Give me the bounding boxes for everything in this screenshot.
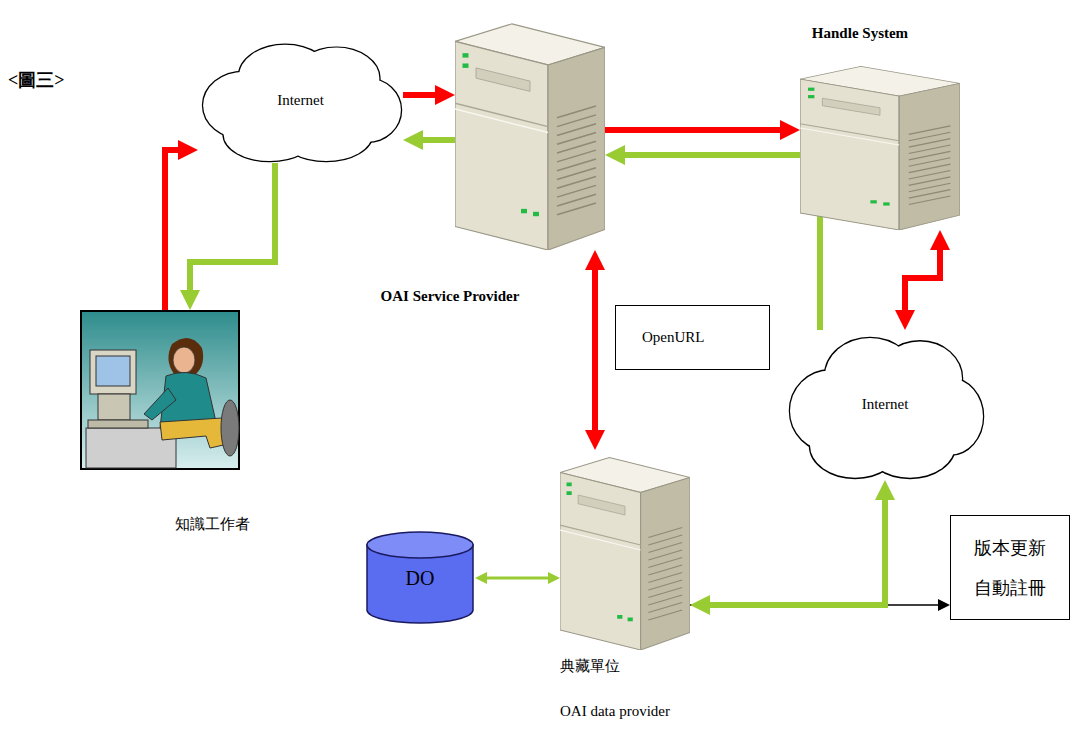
- node-label: Handle System: [760, 24, 960, 44]
- node-label: OAI data provider: [540, 702, 690, 722]
- node-label: Internet: [198, 38, 403, 163]
- digital-object-store: DO: [365, 530, 475, 625]
- knowledge-worker-picture: [80, 310, 240, 470]
- knowledge-worker: 知識工作者: [80, 310, 240, 470]
- server-icon: [800, 60, 960, 230]
- connector-arrow: [165, 150, 186, 310]
- handle-system-server: Handle System: [800, 60, 960, 230]
- server-icon: [560, 450, 690, 650]
- figure-title: <圖三>: [8, 68, 65, 92]
- connector-arrow: [415, 137, 455, 143]
- server-icon: [455, 15, 605, 250]
- connector-arrow: [190, 163, 275, 298]
- connector-arrow: [403, 92, 443, 98]
- node-label: 知識工作者: [162, 515, 262, 535]
- node-label: OAI Service Provider: [380, 277, 520, 315]
- node-label: DO: [365, 530, 475, 625]
- connector-arrow: [482, 577, 553, 580]
- connector-arrow: [592, 262, 598, 438]
- connector-arrow: [905, 242, 940, 318]
- internet-cloud: Internet: [198, 38, 403, 163]
- node-label: 版本更新 自動註冊: [951, 516, 1069, 619]
- protocol-label: OpenURL: [615, 305, 770, 370]
- process-box: 版本更新 自動註冊: [950, 515, 1070, 620]
- node-label: Internet: [785, 330, 985, 480]
- connector-arrow: [605, 127, 788, 133]
- connector-arrow: [702, 492, 885, 605]
- connector-arrow: [617, 155, 820, 330]
- node-label: 典藏單位: [520, 657, 660, 677]
- data-provider-server: 典藏單位OAI data provider: [560, 450, 690, 650]
- internet-cloud: Internet: [785, 330, 985, 480]
- service-provider-server: OAI Service Provider: [455, 15, 605, 250]
